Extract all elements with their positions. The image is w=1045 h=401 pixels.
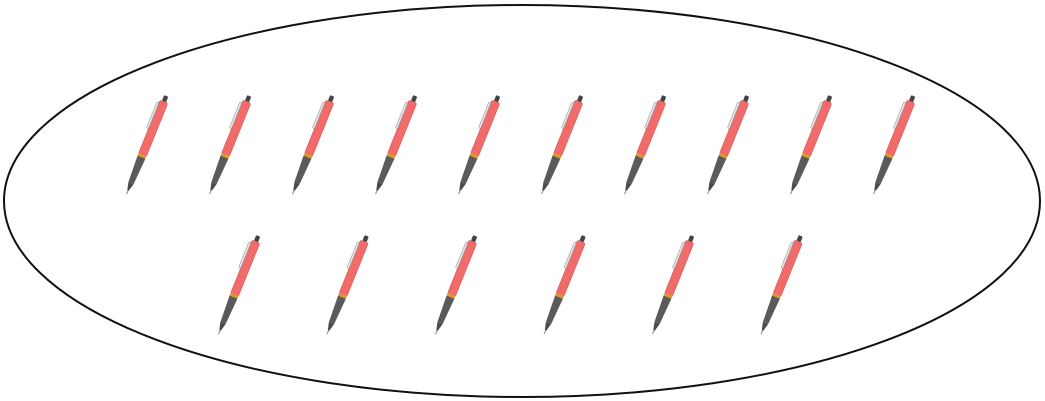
pen-icon [126,95,168,195]
pen-icon [375,95,417,195]
pen-icon [652,235,694,335]
pen-icon [790,95,832,195]
pen-icon [326,235,369,335]
pen-icon [707,95,749,195]
pen-icon [458,95,500,195]
pen-icon [624,95,666,195]
pen-icon [873,95,915,195]
pen-icon [292,95,334,195]
pen-icon [541,95,583,195]
pen-icon [760,235,803,335]
container-ellipse [3,4,1041,398]
pen-icon [218,235,260,335]
pen-icon [435,235,477,335]
pen-collection [126,95,915,335]
pen-icon [209,95,251,195]
pen-icon [543,235,586,335]
